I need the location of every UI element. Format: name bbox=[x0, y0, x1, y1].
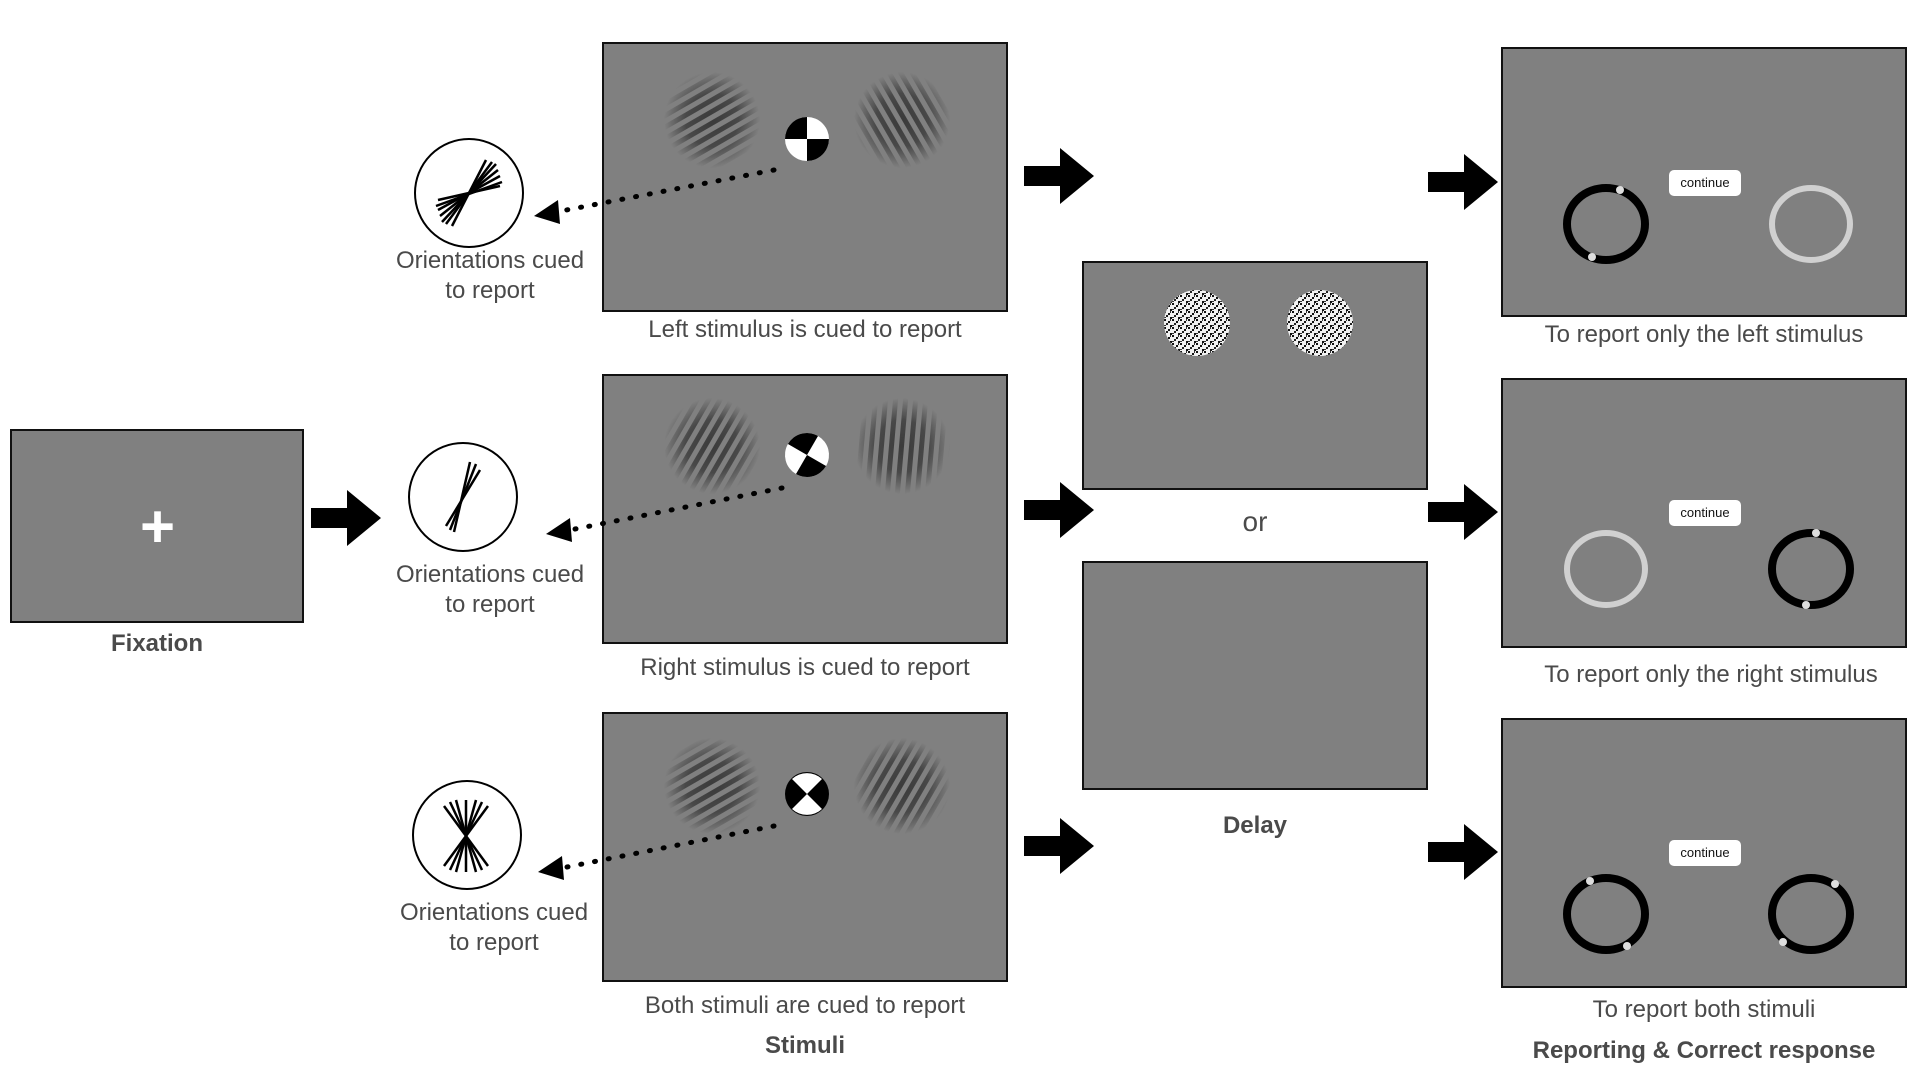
fixation-cross: + bbox=[140, 493, 176, 560]
cue-disc bbox=[785, 772, 829, 816]
response-ring-active bbox=[1563, 184, 1649, 264]
response-handle bbox=[1802, 601, 1810, 609]
report-screen-left: continue bbox=[1501, 47, 1907, 317]
gabor-left bbox=[664, 738, 760, 834]
orientation-cue-icon-1 bbox=[414, 138, 524, 248]
response-handle bbox=[1779, 938, 1787, 946]
arrow-right-icon bbox=[1428, 824, 1498, 880]
continue-button[interactable]: continue bbox=[1669, 840, 1741, 866]
cue-disc bbox=[785, 433, 829, 477]
stimulus-screen-left-cue bbox=[602, 42, 1008, 312]
report-screen-right: continue bbox=[1501, 378, 1907, 648]
orientation-cue-text-3: Orientations cued to report bbox=[399, 899, 589, 956]
arrow-right-icon bbox=[1024, 818, 1094, 874]
response-handle bbox=[1623, 942, 1631, 950]
noise-mask-left bbox=[1164, 290, 1230, 356]
report-caption-3: To report both stimuli bbox=[1592, 996, 1816, 1023]
gabor-left bbox=[664, 398, 760, 494]
report-screen-both: continue bbox=[1501, 718, 1907, 988]
stimulus-caption-2: Right stimulus is cued to report bbox=[640, 654, 970, 681]
response-display bbox=[1563, 874, 1854, 954]
response-ring-active bbox=[1563, 874, 1649, 954]
delay-or-text: or bbox=[1242, 506, 1268, 537]
response-handle bbox=[1616, 186, 1624, 194]
mask-display bbox=[1164, 290, 1353, 356]
continue-button[interactable]: continue bbox=[1669, 170, 1741, 196]
delay-label: Delay bbox=[1222, 812, 1288, 839]
arrow-right-icon bbox=[1428, 154, 1498, 210]
response-ring-active bbox=[1768, 529, 1854, 609]
stimulus-screen-both-cue bbox=[602, 712, 1008, 982]
stimulus-display bbox=[664, 738, 950, 834]
gabor-right bbox=[854, 398, 950, 494]
arrow-right-icon bbox=[1428, 484, 1498, 540]
response-display bbox=[1563, 184, 1853, 264]
orientation-cue-icon-2 bbox=[408, 442, 518, 552]
orientation-cue-icon-3 bbox=[412, 780, 522, 890]
fixation-label: Fixation bbox=[110, 630, 203, 657]
noise-mask-right bbox=[1287, 290, 1353, 356]
response-handle bbox=[1586, 877, 1594, 885]
delay-screen-mask bbox=[1082, 261, 1428, 490]
dotted-connector-1 bbox=[534, 167, 777, 224]
gabor-left bbox=[664, 72, 760, 168]
orientation-cue-text-2: Orientations cued to report bbox=[395, 561, 585, 618]
dotted-connector-3 bbox=[538, 823, 777, 880]
delay-screen-blank bbox=[1082, 561, 1428, 790]
gabor-right bbox=[854, 72, 950, 168]
response-ring-inactive bbox=[1564, 530, 1648, 608]
dotted-connector-2 bbox=[546, 485, 785, 542]
gabor-right bbox=[854, 738, 950, 834]
stimulus-caption-1: Left stimulus is cued to report bbox=[648, 316, 962, 343]
response-handle bbox=[1812, 529, 1820, 537]
report-caption-2: To report only the right stimulus bbox=[1544, 661, 1878, 688]
stimuli-section-label: Stimuli bbox=[764, 1032, 845, 1059]
orientation-cue-text-1: Orientations cued to report bbox=[395, 247, 585, 304]
report-caption-1: To report only the left stimulus bbox=[1544, 321, 1864, 348]
stimulus-display bbox=[664, 398, 950, 494]
arrow-right-icon bbox=[311, 490, 381, 546]
fixation-screen: + bbox=[10, 429, 304, 623]
response-handle bbox=[1588, 253, 1596, 261]
stimulus-screen-right-cue bbox=[602, 374, 1008, 644]
stimulus-caption-3: Both stimuli are cued to report bbox=[644, 992, 966, 1019]
continue-button[interactable]: continue bbox=[1669, 500, 1741, 526]
stimulus-display bbox=[664, 72, 950, 168]
report-section-label: Reporting & Correct response bbox=[1532, 1037, 1876, 1064]
arrow-right-icon bbox=[1024, 482, 1094, 538]
response-ring-inactive bbox=[1769, 185, 1853, 263]
cue-disc bbox=[785, 117, 829, 161]
response-handle bbox=[1831, 880, 1839, 888]
arrow-right-icon bbox=[1024, 148, 1094, 204]
response-display bbox=[1564, 529, 1854, 609]
response-ring-active bbox=[1768, 874, 1854, 954]
